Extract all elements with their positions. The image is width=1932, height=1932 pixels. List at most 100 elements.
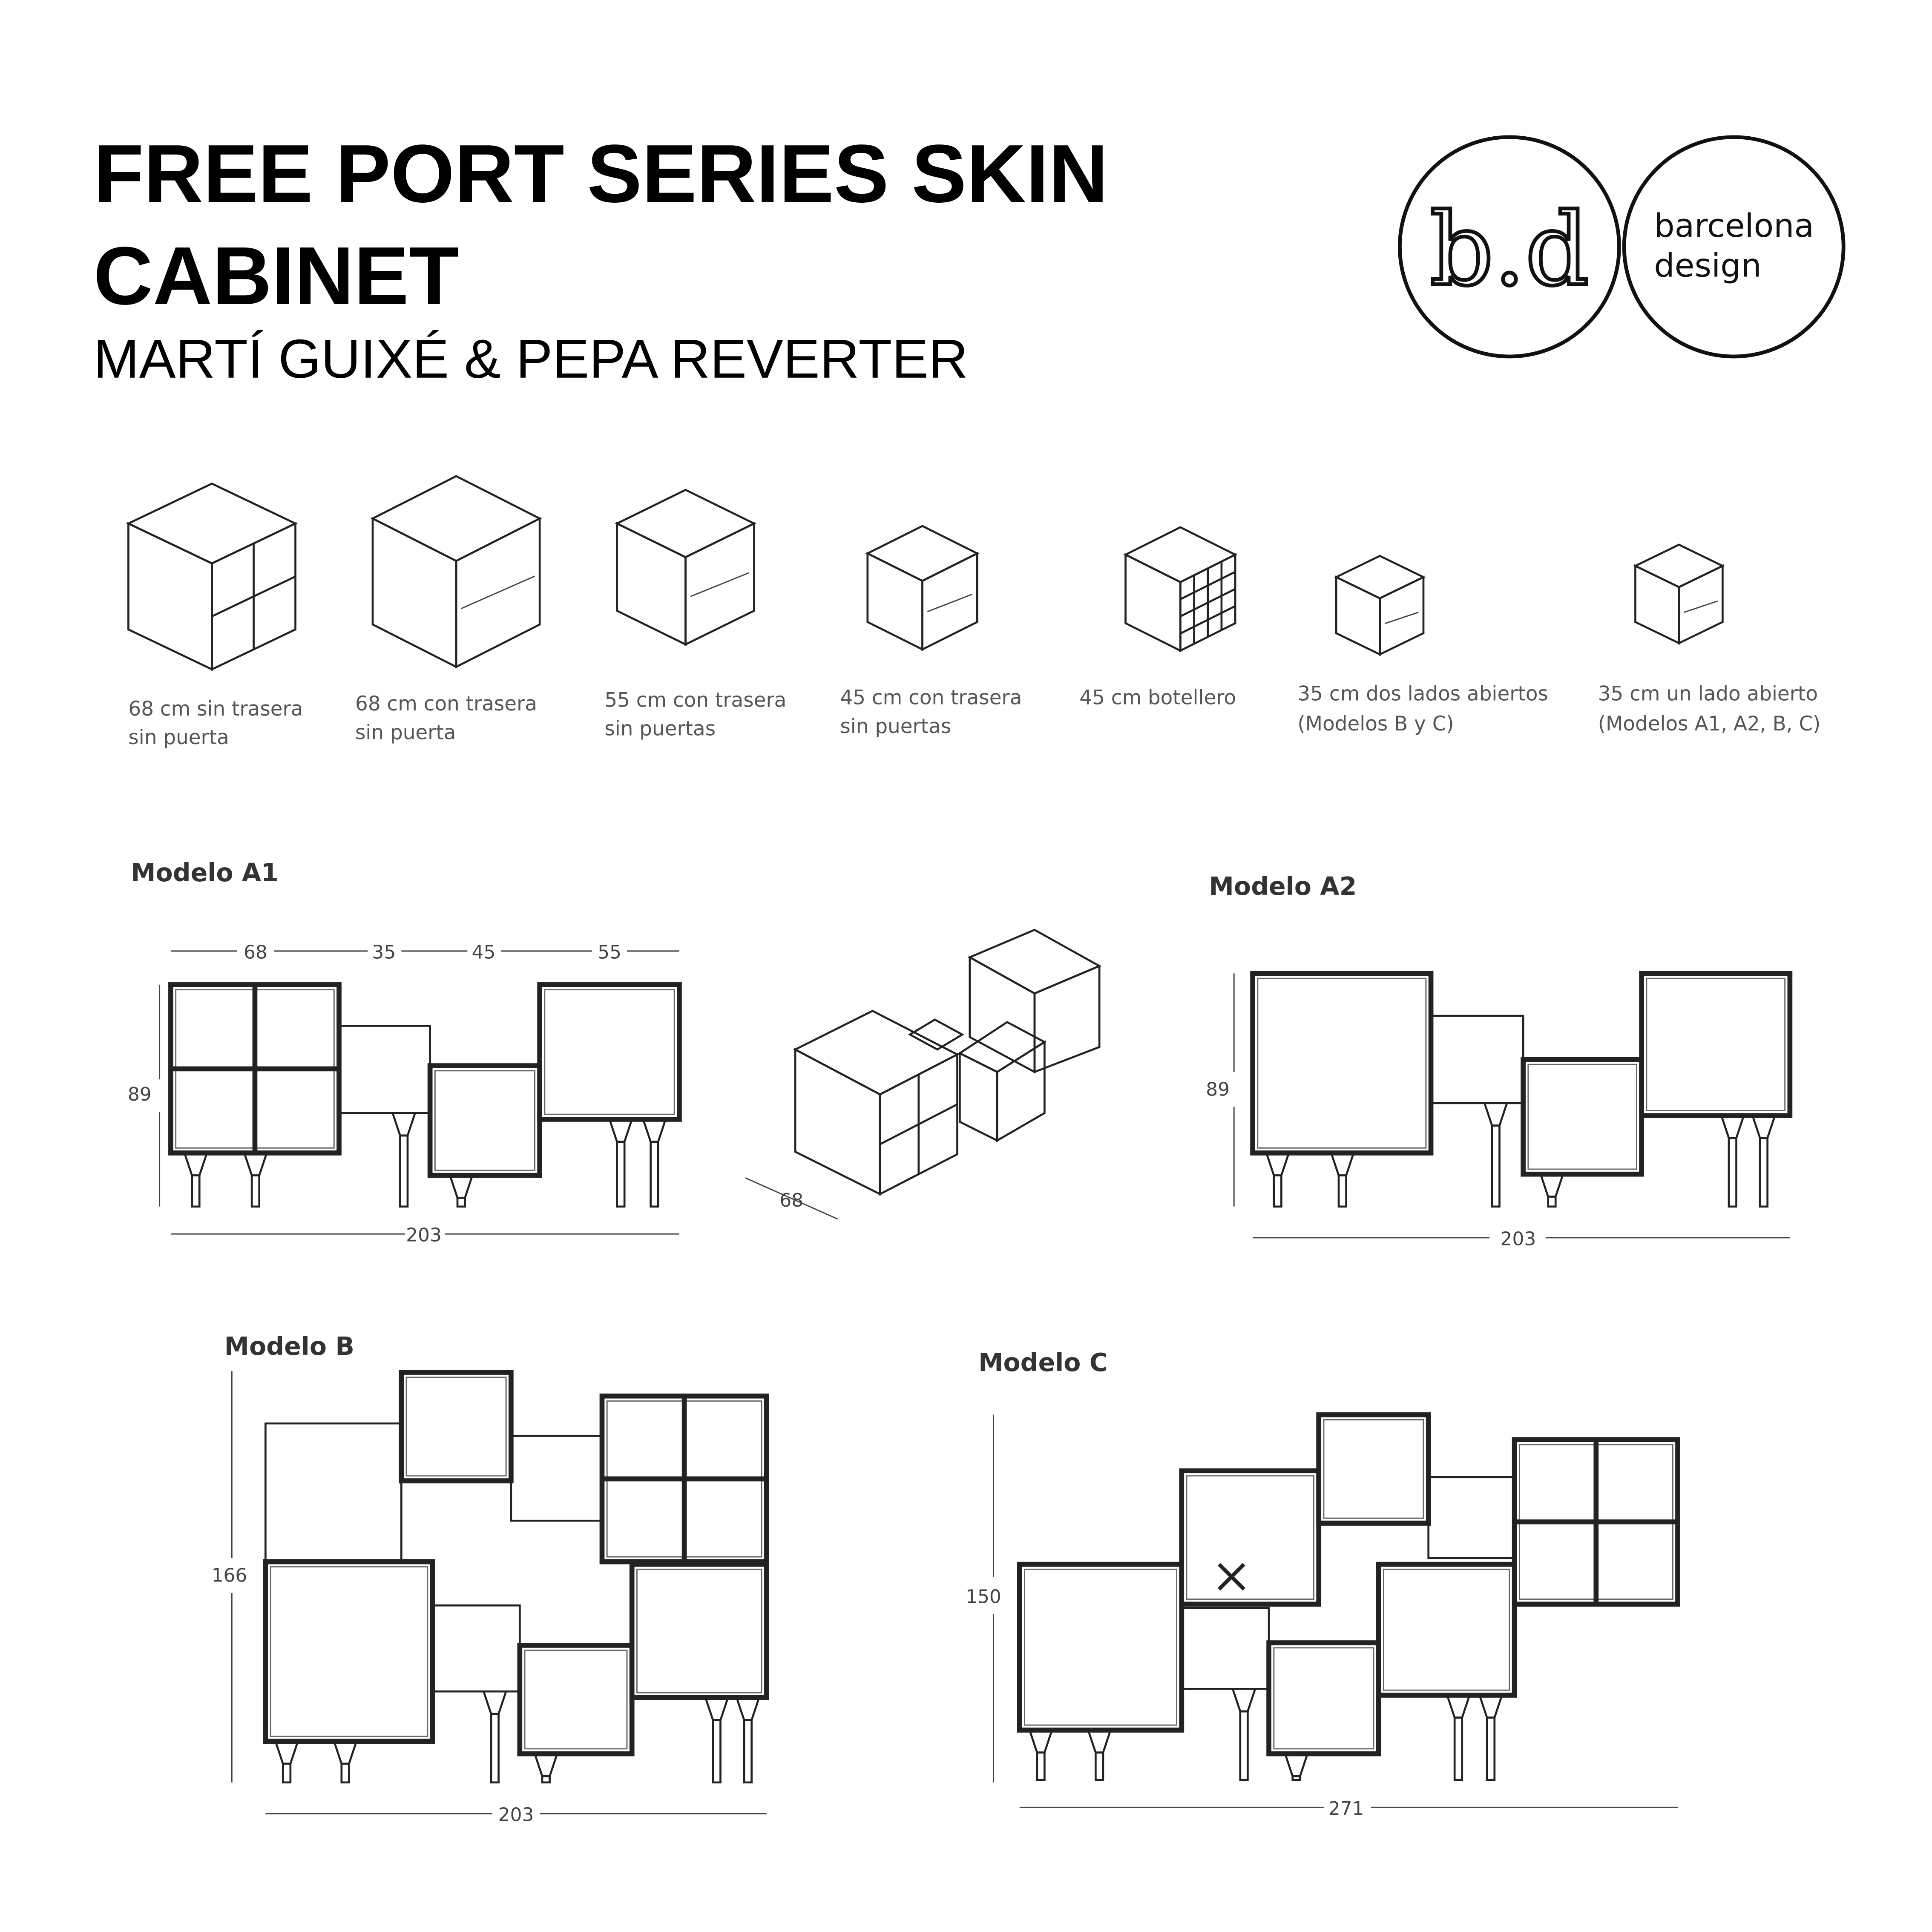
cabinet-module [537, 982, 682, 1122]
leg-post [712, 1719, 722, 1784]
cube-left-face [1634, 564, 1680, 645]
header: FREE PORT SERIES SKIN CABINET MARTÍ GUIX… [93, 127, 1108, 390]
module-frame [1521, 1057, 1644, 1177]
cube-inner-edge [690, 572, 750, 597]
dim-width-68: 68 [244, 941, 267, 963]
module-frame [537, 982, 682, 1122]
module-frame [629, 1561, 769, 1700]
module-caption: 55 cm con trasera [604, 689, 786, 712]
leg-post [1273, 1174, 1282, 1208]
cube-divider [1180, 588, 1236, 618]
logo-brand-line-1: barcelona [1654, 207, 1814, 244]
cabinet-module [1639, 971, 1793, 1118]
logo-circle-left [1398, 135, 1621, 359]
leg-bracket [1446, 1695, 1471, 1719]
leg [1720, 1115, 1745, 1208]
iso-top [957, 1021, 1047, 1073]
module-frame [1316, 1412, 1431, 1526]
module-inner [1323, 1419, 1424, 1519]
leg-post [1036, 1751, 1046, 1781]
leg-bracket [1751, 1115, 1776, 1139]
cabinet-module [1179, 1468, 1322, 1607]
leg-bracket [391, 1113, 416, 1137]
module-inner [524, 1650, 628, 1750]
cabinet-module [1250, 971, 1434, 1156]
leg [243, 1153, 268, 1208]
cube-divider [211, 575, 296, 618]
module-inner [1383, 1568, 1510, 1691]
module-caption: 45 cm botellero [1079, 686, 1236, 709]
leg-post [1486, 1716, 1496, 1781]
leg-post [1239, 1710, 1249, 1781]
leg-post [616, 1141, 626, 1208]
move-cross-icon [1217, 1563, 1245, 1591]
isometric-assembly [745, 929, 1102, 1220]
leg-post [340, 1762, 350, 1784]
leg-post [191, 1174, 201, 1208]
leg-bracket [1029, 1730, 1053, 1754]
cube-icon [1334, 555, 1426, 656]
leg-bracket [1330, 1153, 1355, 1176]
logo-monogram: b.d [1430, 192, 1589, 308]
cabinet-module [1017, 1561, 1184, 1733]
module-inner [1646, 978, 1786, 1111]
cube-right-face [1179, 553, 1236, 653]
leg-bracket [1265, 1153, 1290, 1176]
module-caption: (Modelos A1, A2, B, C) [1598, 713, 1821, 736]
cube-top [615, 489, 756, 558]
leg-post [1453, 1716, 1463, 1781]
leg [1446, 1695, 1471, 1781]
model-drawings [159, 929, 1793, 1814]
leg [1751, 1115, 1776, 1208]
leg-bracket [243, 1153, 268, 1176]
leg-bracket [736, 1697, 760, 1721]
cabinet-module [263, 1559, 435, 1744]
model-b: Modelo B 166 203 [212, 1332, 534, 1826]
module-inner [1186, 1475, 1314, 1600]
leg [642, 1119, 667, 1208]
cube-top [865, 525, 980, 582]
leg-bracket [1484, 1103, 1508, 1127]
iso-top [967, 929, 1102, 995]
leg-bracket [1284, 1753, 1309, 1777]
leg-post [1337, 1174, 1347, 1208]
leg [1265, 1153, 1290, 1208]
module-frame [1376, 1561, 1517, 1698]
cube-left-face [371, 517, 457, 669]
cabinet-module [1521, 1057, 1644, 1177]
module-inner [1527, 1064, 1637, 1170]
dim-total-width: 271 [1328, 1798, 1364, 1820]
model-a1-label: Modelo A1 [131, 858, 279, 887]
leg-post [250, 1174, 261, 1208]
designers: MARTÍ GUIXÉ & PEPA REVERTER [93, 328, 968, 390]
leg [483, 1691, 507, 1784]
leg [274, 1741, 299, 1784]
cube-right-face [455, 517, 541, 669]
dim-width-35: 35 [372, 941, 396, 963]
dim-depth: 68 [779, 1190, 803, 1211]
module-frame [263, 1559, 435, 1744]
module-frame [1250, 971, 1434, 1156]
cabinet-module [1316, 1412, 1431, 1526]
leg-bracket [704, 1697, 729, 1721]
module-icons [126, 475, 1725, 671]
module-frame [1179, 1468, 1322, 1607]
model-c: Modelo C 150 271 [966, 1348, 1364, 1820]
module-inner [636, 1568, 762, 1693]
leg [1029, 1730, 1053, 1781]
leg [608, 1119, 633, 1208]
iso-face [959, 1052, 998, 1142]
leg [183, 1153, 208, 1208]
open-module [1430, 1015, 1524, 1104]
cube-inner-edge [1384, 612, 1419, 624]
model-a2: Modelo A2 89 203 [1206, 872, 1536, 1250]
leg-bracket [608, 1119, 633, 1143]
module-frame [517, 1643, 635, 1757]
module-frame [427, 1063, 543, 1178]
dimension-line [745, 1177, 838, 1220]
module-inner [270, 1566, 428, 1737]
module-frame [399, 1370, 514, 1484]
dim-width-45: 45 [472, 941, 496, 963]
model-b-label: Modelo B [224, 1332, 354, 1361]
leg [449, 1175, 474, 1208]
